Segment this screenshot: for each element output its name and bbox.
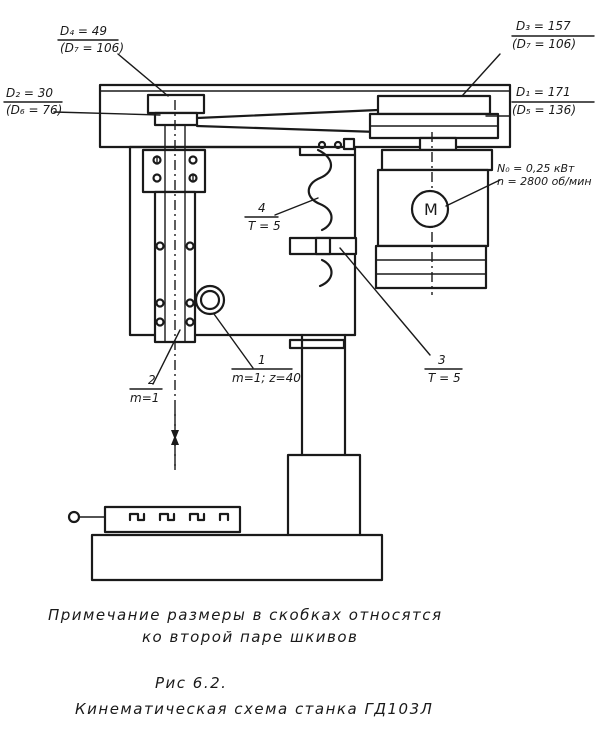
label-d4-alt: (D₇ = 106) xyxy=(60,41,124,55)
label-d2: D₂ = 30 (D₆ = 76) xyxy=(3,86,63,117)
spindle-quill xyxy=(141,100,207,470)
motor-pulley xyxy=(368,94,500,152)
part1-spec: m=1; z=40 xyxy=(232,371,301,385)
label-d4: D₄ = 49 (D₇ = 106) xyxy=(57,24,124,55)
note-line-2: ко второй паре шкивов xyxy=(142,628,358,646)
label-d3-alt: (D₇ = 106) xyxy=(512,37,576,51)
label-part4: 4 T = 5 xyxy=(244,201,281,233)
part3-spec: T = 5 xyxy=(428,371,461,385)
rack-bar xyxy=(288,236,358,256)
label-d3: D₃ = 157 (D₇ = 106) xyxy=(511,19,595,51)
feed-direction-arrow xyxy=(171,410,179,470)
part4-number: 4 xyxy=(258,201,266,215)
work-table xyxy=(67,505,242,534)
label-d1-alt: (D₅ = 136) xyxy=(512,103,576,117)
column xyxy=(286,333,362,537)
motor-speed-label: n = 2800 об/мин xyxy=(497,175,592,188)
machine-base xyxy=(90,533,384,582)
motor xyxy=(374,132,494,295)
part1-number: 1 xyxy=(258,353,266,367)
motor-symbol: M xyxy=(424,200,438,219)
figure-title: Кинематическая схема станка ГД103Л xyxy=(75,700,433,718)
label-d1: D₁ = 171 (D₅ = 136) xyxy=(511,85,595,117)
label-part3: 3 T = 5 xyxy=(424,353,463,385)
part2-spec: m=1 xyxy=(130,391,159,405)
column-slide-profile xyxy=(307,137,356,288)
quill-bearings xyxy=(152,155,198,327)
motor-symbol-circle xyxy=(410,189,450,229)
leader-lines xyxy=(53,53,511,385)
spindle-pulley xyxy=(146,93,206,127)
label-part1: 1 m=1; z=40 xyxy=(231,353,301,385)
label-d3-main: D₃ = 157 xyxy=(516,19,571,33)
figure-caption: Примечание размеры в скобках относятся к… xyxy=(48,606,443,718)
label-d2-alt: (D₆ = 76) xyxy=(6,103,62,117)
label-motor: N₀ = 0,25 кВт n = 2800 об/мин M xyxy=(424,162,592,219)
note-line-1: Примечание размеры в скобках относятся xyxy=(48,606,443,624)
label-part2: 2 m=1 xyxy=(129,373,163,405)
part3-number: 3 xyxy=(438,353,446,367)
label-d1-main: D₁ = 171 xyxy=(516,85,571,99)
part4-spec: T = 5 xyxy=(248,219,281,233)
part2-number: 2 xyxy=(148,373,156,387)
belt xyxy=(195,108,380,134)
label-d2-main: D₂ = 30 xyxy=(6,86,53,100)
feed-pinion xyxy=(194,284,226,316)
motor-power-label: N₀ = 0,25 кВт xyxy=(497,162,575,175)
figure-number: Рис 6.2. xyxy=(155,674,227,692)
label-d4-main: D₄ = 49 xyxy=(60,24,107,38)
